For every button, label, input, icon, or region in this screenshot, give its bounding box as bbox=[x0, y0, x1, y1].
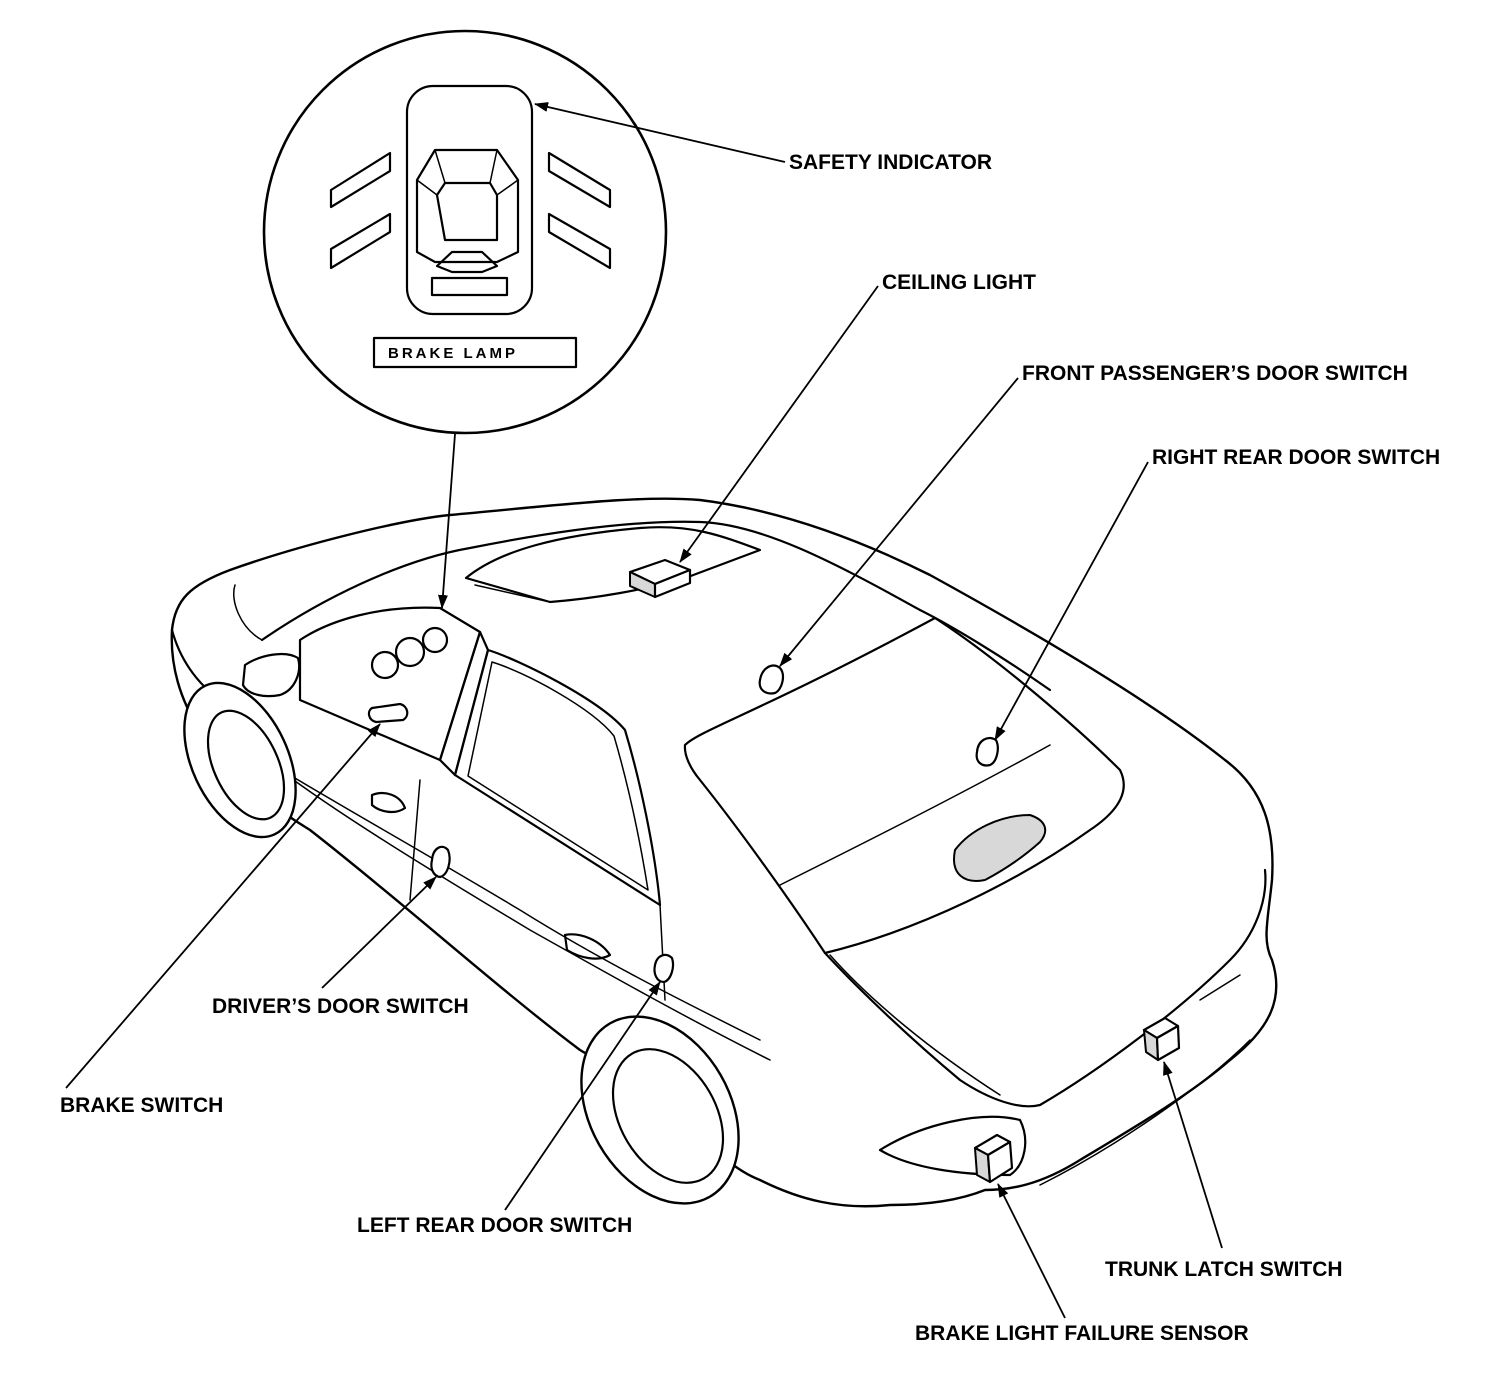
trunk-latch-switch-part bbox=[1142, 1016, 1181, 1062]
safety-indicator-inset: BRAKE LAMP bbox=[262, 29, 668, 435]
rear-wheel bbox=[580, 1015, 740, 1205]
indicator-door-lamps bbox=[329, 151, 612, 270]
leader-safety-indicator bbox=[534, 102, 786, 163]
leader-right-rear-door-switch bbox=[994, 461, 1149, 741]
front-wheel bbox=[183, 681, 297, 839]
label-ceiling-light: CEILING LIGHT bbox=[882, 271, 1036, 294]
front-passenger-door-switch-part bbox=[758, 664, 784, 695]
label-safety-indicator: SAFETY INDICATOR bbox=[789, 151, 992, 174]
label-left-rear-door-switch: LEFT REAR DOOR SWITCH bbox=[357, 1214, 632, 1237]
label-trunk-latch-switch: TRUNK LATCH SWITCH bbox=[1105, 1258, 1343, 1281]
leader-front-passenger-door-switch bbox=[779, 377, 1019, 667]
car-illustration bbox=[170, 497, 1278, 1208]
label-front-passenger-door-switch: FRONT PASSENGER’S DOOR SWITCH bbox=[1022, 362, 1408, 385]
brake-lamp-label: BRAKE LAMP bbox=[388, 345, 518, 362]
leader-trunk-latch-switch bbox=[1163, 1061, 1223, 1249]
leader-drivers-door-switch bbox=[321, 876, 437, 989]
leader-ceiling-light bbox=[679, 285, 879, 563]
brake-light-failure-sensor-part bbox=[973, 1133, 1014, 1184]
ceiling-light-part bbox=[628, 558, 692, 599]
left-rear-door-switch-part bbox=[653, 953, 675, 984]
instrument-cluster bbox=[370, 626, 449, 680]
brake-switch-part bbox=[367, 702, 409, 724]
label-brake-light-failure-sensor: BRAKE LIGHT FAILURE SENSOR bbox=[915, 1322, 1249, 1345]
leader-brake-light-failure-sensor bbox=[997, 1183, 1066, 1319]
label-right-rear-door-switch: RIGHT REAR DOOR SWITCH bbox=[1152, 446, 1440, 469]
indicator-car-icon bbox=[405, 84, 534, 316]
drivers-door-switch-part bbox=[430, 845, 451, 879]
brake-lamp-indicator-box bbox=[372, 336, 578, 369]
leader-brake-switch bbox=[65, 723, 381, 1089]
label-brake-switch: BRAKE SWITCH bbox=[60, 1094, 223, 1117]
components bbox=[367, 558, 1181, 1184]
right-rear-door-switch-part bbox=[975, 736, 999, 767]
callout-labels: SAFETY INDICATOR CEILING LIGHT FRONT PAS… bbox=[60, 151, 1440, 1345]
leader-inset-to-dash bbox=[437, 433, 456, 609]
leader-left-rear-door-switch bbox=[504, 981, 661, 1211]
label-drivers-door-switch: DRIVER’S DOOR SWITCH bbox=[212, 995, 469, 1018]
leader-lines bbox=[65, 102, 1223, 1319]
